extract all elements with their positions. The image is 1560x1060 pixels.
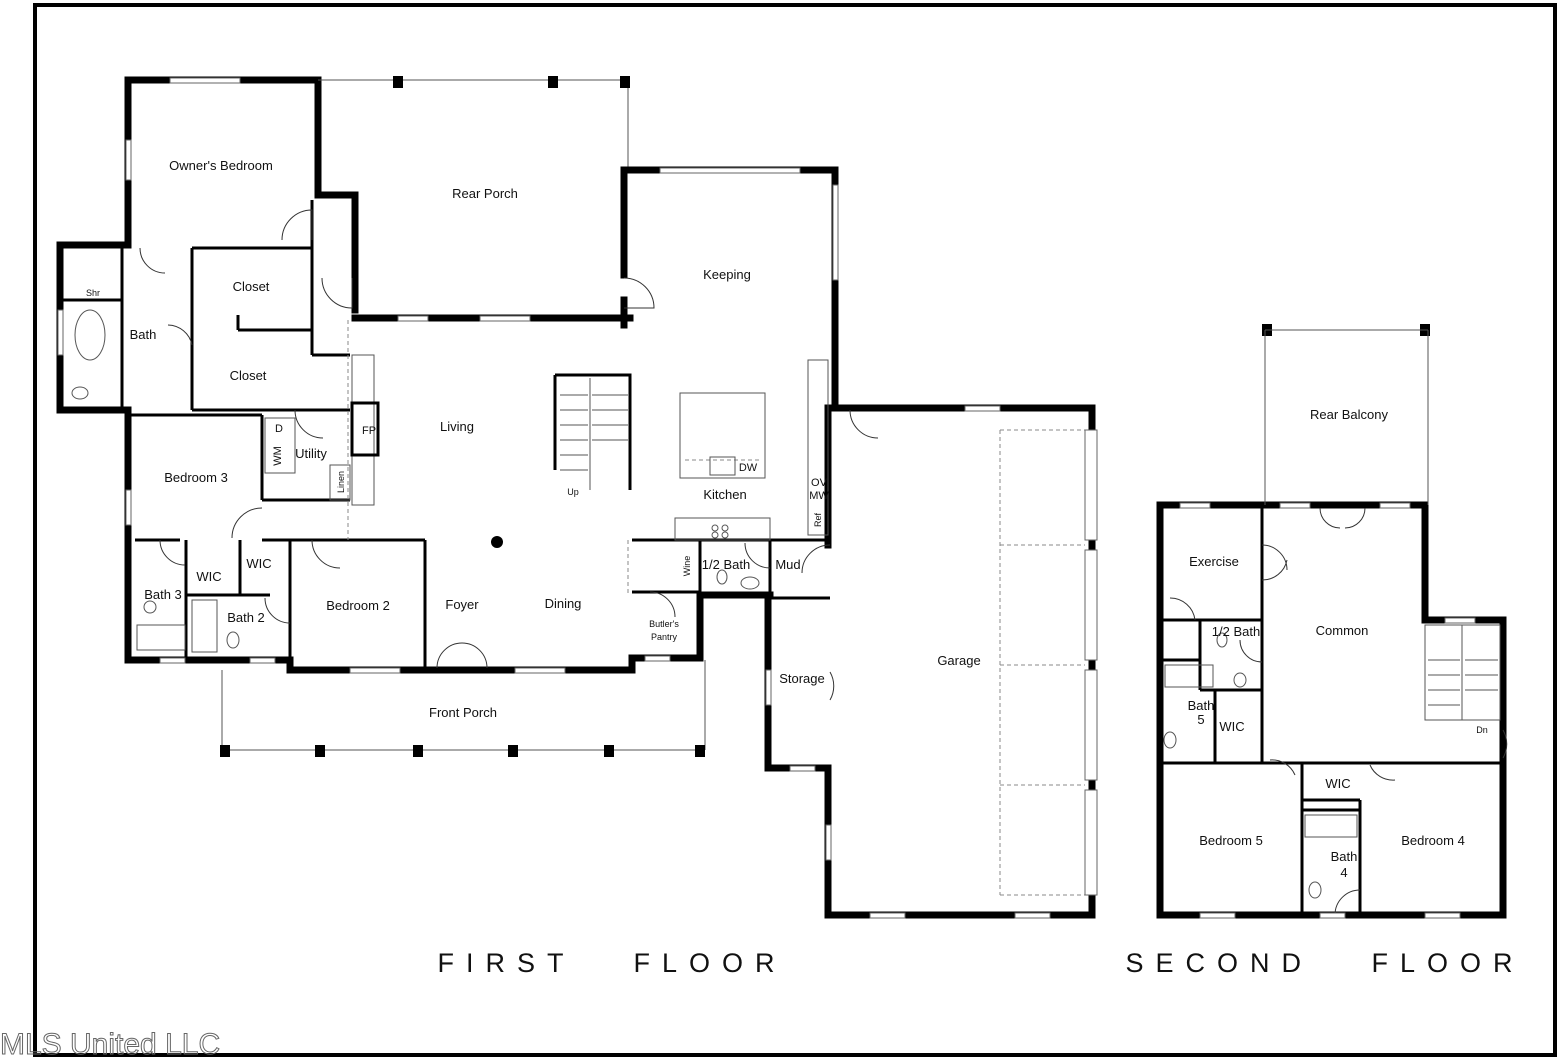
label-bath: Bath <box>130 327 157 342</box>
label-kitchen: Kitchen <box>703 487 746 502</box>
label-bedroom-5: Bedroom 5 <box>1199 833 1263 848</box>
first-floor-title: FIRST FLOOR <box>437 948 786 978</box>
label-microwave: MW <box>809 490 829 502</box>
label-oven: OV <box>811 477 828 489</box>
label-wic-1: WIC <box>196 569 221 584</box>
label-exercise: Exercise <box>1189 554 1239 569</box>
first-floor-windows <box>57 77 1098 919</box>
label-stairs-up: Up <box>567 487 579 497</box>
label-fireplace: FP <box>362 425 376 437</box>
second-floor-labels: Rear Balcony Exercise Common 1/2 Bath Ba… <box>1188 407 1488 880</box>
label-common: Common <box>1316 623 1369 638</box>
label-half-bath: 1/2 Bath <box>702 557 750 572</box>
label-bedroom-2: Bedroom 2 <box>326 598 390 613</box>
label-rear-balcony: Rear Balcony <box>1310 407 1389 422</box>
label-bath-2: Bath 2 <box>227 610 265 625</box>
label-storage: Storage <box>779 671 825 686</box>
second-floor-doors <box>1163 507 1508 916</box>
label-owners-bedroom: Owner's Bedroom <box>169 158 273 173</box>
label-wic-2: WIC <box>246 556 271 571</box>
label-bath-5-line2: 5 <box>1197 712 1204 727</box>
label-closet-lower: Closet <box>230 368 267 383</box>
label-bedroom-3: Bedroom 3 <box>164 470 228 485</box>
first-floor-labels: Owner's Bedroom Rear Porch Keeping Shr C… <box>86 158 981 720</box>
label-utility: Utility <box>295 446 327 461</box>
label-wine: Wine <box>682 556 692 577</box>
label-refrigerator: Ref <box>813 513 823 528</box>
label-bedroom-4: Bedroom 4 <box>1401 833 1465 848</box>
watermark-text: MLS United LLC <box>0 1028 220 1060</box>
label-wic-bath5: WIC <box>1219 719 1244 734</box>
label-closet-upper: Closet <box>233 279 270 294</box>
label-wic-bed4: WIC <box>1325 776 1350 791</box>
front-porch-outline <box>221 660 706 751</box>
label-dishwasher: DW <box>739 462 758 474</box>
label-linen: Linen <box>336 471 346 493</box>
first-floor-dashed-lines <box>347 320 1085 896</box>
label-washer: WM <box>272 446 284 466</box>
label-mud: Mud <box>775 557 800 572</box>
label-dining: Dining <box>545 596 582 611</box>
second-floor-title: SECOND FLOOR <box>1125 948 1524 978</box>
label-bath-4-line1: Bath <box>1331 849 1358 864</box>
second-floor-windows <box>1179 502 1476 919</box>
first-floor-doors <box>139 209 879 701</box>
label-bath-5-line1: Bath <box>1188 698 1215 713</box>
first-floor-stairs <box>560 378 628 490</box>
label-living: Living <box>440 419 474 434</box>
label-bath-4-line2: 4 <box>1340 865 1347 880</box>
label-dryer: D <box>275 423 283 435</box>
label-rear-porch: Rear Porch <box>452 186 518 201</box>
label-half-bath-2f: 1/2 Bath <box>1212 624 1260 639</box>
label-garage: Garage <box>937 653 980 668</box>
label-shower: Shr <box>86 288 100 298</box>
page-border <box>33 3 1557 1057</box>
second-floor-walls <box>1156 329 1507 919</box>
label-bath-3: Bath 3 <box>144 587 182 602</box>
label-foyer: Foyer <box>445 597 479 612</box>
label-butlers-pantry-line2: Pantry <box>651 632 678 642</box>
label-butlers-pantry-line1: Butler's <box>649 619 679 629</box>
first-floor-fixtures <box>71 309 760 653</box>
label-keeping: Keeping <box>703 267 751 282</box>
label-stairs-down: Dn <box>1476 725 1488 735</box>
first-floor-walls <box>56 76 1096 919</box>
label-front-porch: Front Porch <box>429 705 497 720</box>
